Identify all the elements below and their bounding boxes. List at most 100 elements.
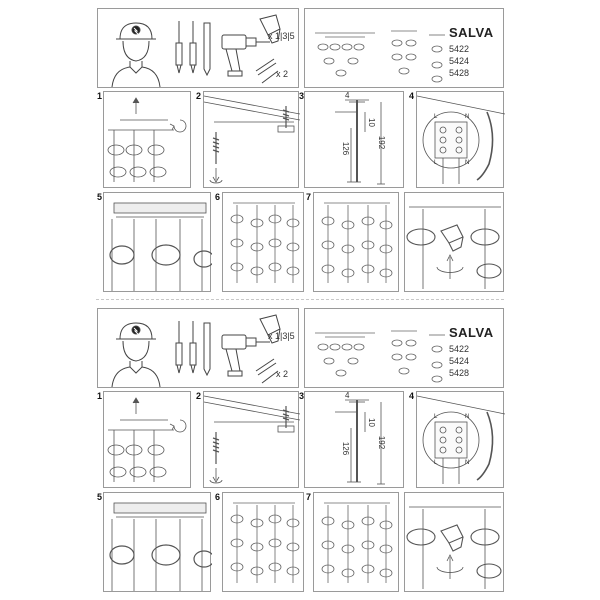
shade-icon	[107, 444, 167, 478]
shade-icon	[230, 214, 300, 276]
shade-icon	[317, 343, 365, 377]
product-title: SALVA	[449, 325, 494, 340]
dim-total: 192	[377, 435, 387, 450]
model-number: 5424	[449, 356, 470, 366]
shade-icon	[431, 345, 443, 383]
step-number: 5	[97, 492, 103, 502]
step-7-panel	[313, 492, 399, 592]
terminal-block-icon	[439, 126, 463, 154]
model-list: 5422 5424 5428	[449, 343, 469, 379]
step-1-illustration	[107, 397, 187, 482]
step-3-panel: 4 10 126 192	[304, 91, 404, 188]
dowel-icon	[255, 358, 279, 384]
tools-panel: x 1|3|5 x 2	[97, 8, 299, 88]
product-title: SALVA	[449, 25, 494, 40]
step-6-illustration	[230, 502, 300, 583]
step-7-illustration	[321, 202, 393, 283]
terminal-block-icon	[439, 426, 463, 454]
screwdriver-icon	[175, 21, 211, 77]
tools-kit-label: x 1|3|5	[268, 31, 295, 41]
instruction-sheet: x 1|3|5 x 2	[0, 300, 600, 600]
step-7-illustration	[321, 502, 393, 583]
step-5-panel	[103, 492, 212, 592]
bulb-install-illustration	[406, 506, 502, 589]
step-4-panel: L N L N	[416, 391, 505, 488]
tools-illustration	[111, 14, 281, 88]
bulb-icon	[259, 14, 281, 44]
dowel-icon	[255, 58, 279, 84]
wiring-illustration	[417, 95, 505, 184]
shade-icon	[230, 514, 300, 576]
step-5-illustration	[109, 202, 212, 291]
shade-icon	[406, 228, 502, 279]
bulb-icon	[259, 314, 281, 344]
product-models-illustration	[315, 30, 445, 83]
shade-icon	[431, 45, 443, 83]
step-7-panel	[313, 192, 399, 292]
screw-icon	[212, 106, 290, 164]
step-1-panel	[103, 391, 191, 488]
screwdriver-icon	[175, 321, 211, 377]
dim-top: 4	[345, 391, 350, 400]
step-1-illustration	[107, 97, 187, 182]
product-models-illustration	[315, 330, 445, 383]
bulb-icon	[440, 524, 464, 552]
step-number: 4	[409, 91, 415, 101]
step-number: 3	[299, 91, 305, 101]
step-1-panel	[103, 91, 191, 188]
rotate-arrow-icon	[209, 479, 223, 484]
shade-icon	[317, 43, 365, 77]
bulb-install-illustration	[406, 206, 502, 289]
step-number: 1	[97, 91, 103, 101]
bulb-icon	[440, 224, 464, 252]
step-6-panel	[222, 192, 304, 292]
terminal-neutral: N	[465, 460, 470, 466]
step-number: 6	[215, 492, 221, 502]
step-5-panel	[103, 192, 212, 292]
drill-icon	[221, 334, 270, 377]
dim-middle: 126	[341, 141, 351, 156]
step-6-panel	[222, 492, 304, 592]
model-number: 5422	[449, 44, 470, 54]
terminal-live: L	[434, 160, 438, 166]
tools-panel: x 1|3|5 x 2	[97, 308, 299, 388]
model-number: 5428	[449, 68, 470, 78]
bulb-install-panel	[404, 192, 504, 292]
step-2-illustration	[204, 95, 300, 184]
terminal-live: L	[434, 414, 438, 420]
rotate-arrow-icon	[173, 119, 187, 133]
model-number: 5428	[449, 368, 470, 378]
instruction-sheet: x 1|3|5 x 2	[97, 8, 505, 292]
step-number: 7	[306, 192, 312, 202]
installer-icon	[111, 322, 161, 388]
model-list: 5422 5424 5428	[449, 43, 469, 79]
rotate-arrow-icon	[173, 419, 187, 433]
terminal-live: L	[434, 460, 438, 466]
terminal-live: L	[434, 114, 438, 120]
step-number: 7	[306, 492, 312, 502]
step-number: 4	[409, 391, 415, 401]
product-panel: SALVA 5422 5424 5428	[304, 308, 504, 388]
dimension-diagram	[335, 99, 385, 185]
product-panel: SALVA 5422 5424 5428	[304, 8, 504, 88]
shade-icon	[321, 516, 393, 578]
step-4-panel: L N L N	[416, 91, 505, 188]
dim-middle: 126	[341, 441, 351, 456]
dim-top: 4	[345, 91, 350, 100]
shade-icon	[391, 39, 417, 75]
dowel-count-label: x 2	[276, 369, 289, 379]
step-2-illustration	[204, 395, 300, 484]
dimension-diagram	[335, 399, 385, 485]
dim-upper: 10	[366, 418, 376, 427]
shade-icon	[109, 244, 212, 268]
screw-icon	[212, 406, 290, 464]
dim-upper: 10	[366, 118, 376, 127]
step-number: 3	[299, 391, 305, 401]
tools-kit-label: x 1|3|5	[268, 331, 295, 341]
step-number: 5	[97, 192, 103, 202]
drill-icon	[221, 34, 270, 77]
step-3-panel: 4 10 126 192	[304, 391, 404, 488]
tools-illustration	[111, 314, 281, 388]
terminal-neutral: N	[465, 160, 470, 166]
dowel-count-label: x 2	[276, 69, 289, 79]
